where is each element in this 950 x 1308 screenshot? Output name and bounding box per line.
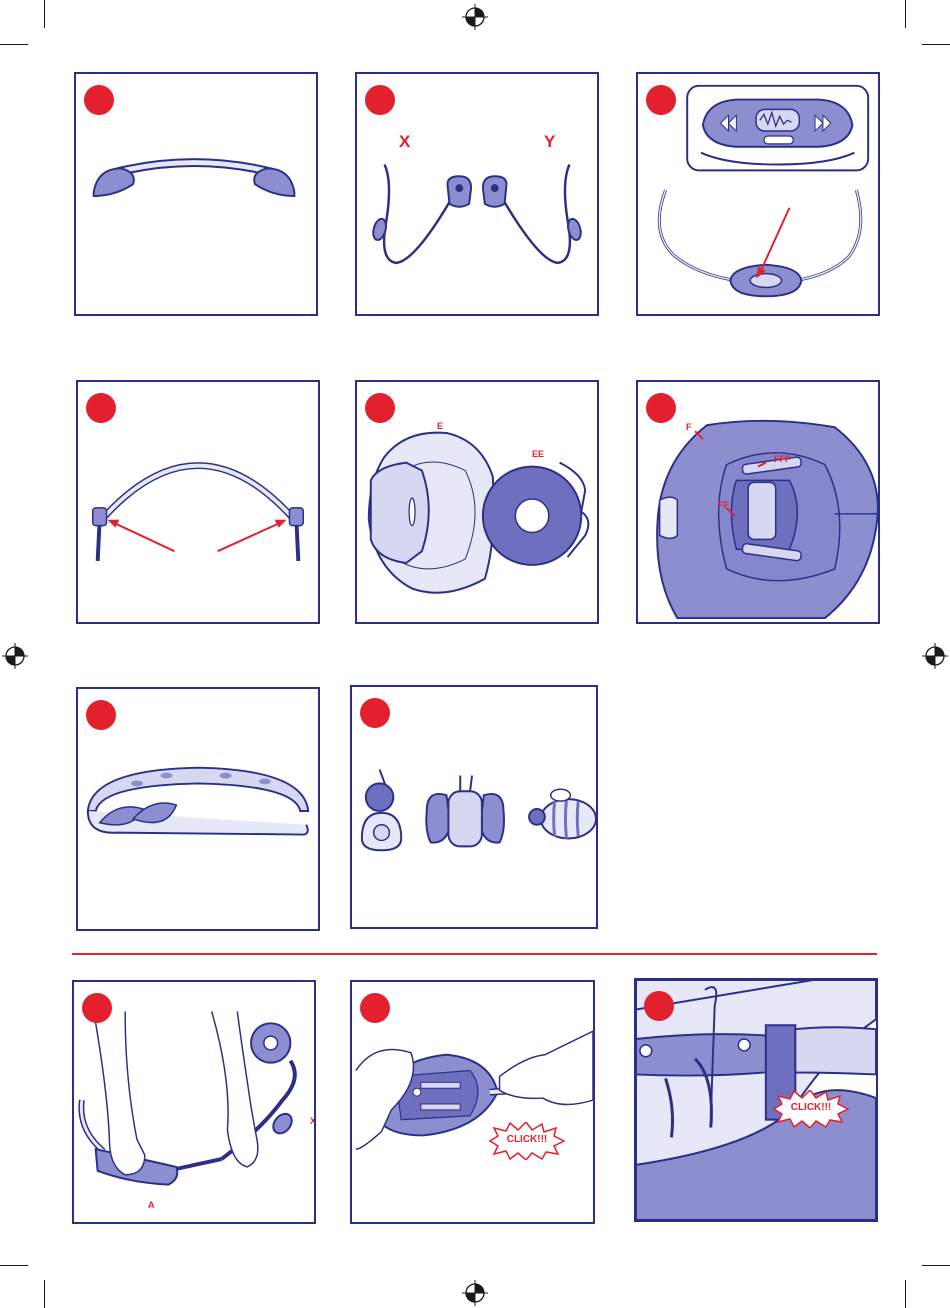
crop-mark	[44, 1280, 45, 1308]
label-y: Y	[544, 132, 555, 152]
toys-illustration	[352, 687, 596, 927]
label-f: F	[686, 422, 692, 432]
label-ff: FF	[718, 500, 729, 510]
step-panel-1	[74, 72, 318, 316]
crop-mark	[0, 44, 28, 45]
step-number-dot-icon	[86, 393, 116, 423]
step-panel-2: X Y	[355, 72, 599, 316]
base-illustration	[638, 382, 878, 622]
click-callout: CLICK!!!	[488, 1122, 566, 1160]
step-number-dot-icon	[360, 698, 390, 728]
click-text: CLICK!!!	[772, 1102, 850, 1113]
step-number-dot-icon	[646, 393, 676, 423]
music-unit-illustration	[638, 74, 878, 314]
step-panel-6: F FFF FF	[636, 380, 880, 624]
step-panel-9: X A	[72, 980, 316, 1224]
registration-mark-icon	[462, 1280, 488, 1306]
crop-mark	[922, 1265, 950, 1266]
crop-mark	[44, 0, 45, 28]
click-text: CLICK!!!	[488, 1134, 566, 1145]
crop-mark	[0, 1265, 28, 1266]
click-callout: CLICK!!!	[772, 1090, 850, 1128]
step-panel-7	[76, 687, 320, 931]
step-number-dot-icon	[644, 991, 674, 1021]
step-number-dot-icon	[365, 85, 395, 115]
crop-mark	[905, 1280, 906, 1308]
red-arrow-icon	[218, 523, 281, 552]
crop-mark	[922, 44, 950, 45]
registration-mark-icon	[922, 643, 948, 669]
step-number-dot-icon	[365, 393, 395, 423]
label-x: X	[399, 132, 410, 152]
step-number-dot-icon	[360, 993, 390, 1023]
section-divider	[72, 953, 877, 955]
arms-illustration	[357, 74, 597, 314]
step-panel-4	[76, 380, 320, 624]
label-a: A	[148, 1200, 155, 1210]
registration-mark-icon	[2, 643, 28, 669]
toy-bar-illustration	[78, 689, 318, 929]
arch-clips-illustration	[78, 382, 318, 622]
rod-insert-illustration	[352, 982, 593, 1222]
seat-pad-illustration	[357, 382, 597, 622]
step-number-dot-icon	[82, 993, 112, 1023]
red-arrow-icon	[113, 523, 174, 552]
step-number-dot-icon	[86, 700, 116, 730]
step-panel-3	[636, 72, 880, 316]
step-number-dot-icon	[646, 85, 676, 115]
step-panel-8	[350, 685, 598, 929]
hands-assembling-illustration	[74, 982, 314, 1222]
label-x: X	[310, 1116, 316, 1126]
step-panel-5: E EE	[355, 380, 599, 624]
label-fff: FFF	[774, 454, 791, 464]
arch-bar-illustration	[76, 74, 316, 314]
crop-mark	[905, 0, 906, 28]
step-panel-10: CLICK!!!	[350, 980, 595, 1224]
step-panel-11: CLICK!!!	[634, 978, 878, 1222]
label-e: E	[437, 421, 443, 431]
registration-mark-icon	[462, 4, 488, 30]
step-number-dot-icon	[84, 85, 114, 115]
label-ee: EE	[532, 449, 544, 459]
red-arrow-icon	[760, 208, 790, 273]
